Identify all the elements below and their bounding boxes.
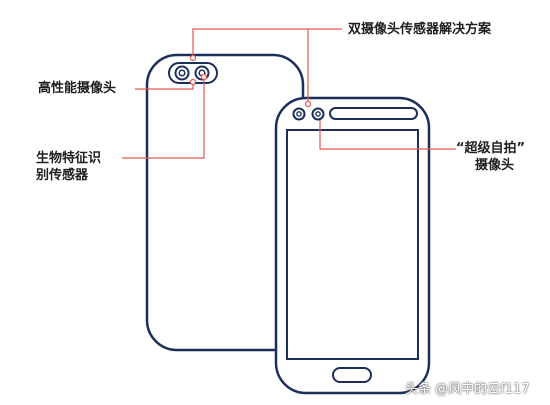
- callout-dots: [189, 54, 312, 108]
- label-biometric-sensor-line2: 别传感器: [36, 168, 89, 183]
- callout-lines: [122, 28, 456, 159]
- label-biometric-sensor-line1: 生物特征识: [36, 151, 102, 166]
- label-dual-camera-solution: 双摄像头传感器解决方案: [348, 22, 492, 37]
- watermark-text: 头条 @风中的云f117: [405, 382, 530, 397]
- label-selfie-camera-line2: 摄像头: [475, 158, 515, 173]
- label-selfie-camera-line1: “超级自拍”: [456, 141, 526, 156]
- earpiece-speaker: [329, 107, 418, 120]
- phone-front: [274, 96, 431, 395]
- label-high-performance-camera: 高性能摄像头: [38, 81, 117, 96]
- home-button: [332, 367, 372, 383]
- phone-front-screen: [286, 129, 419, 360]
